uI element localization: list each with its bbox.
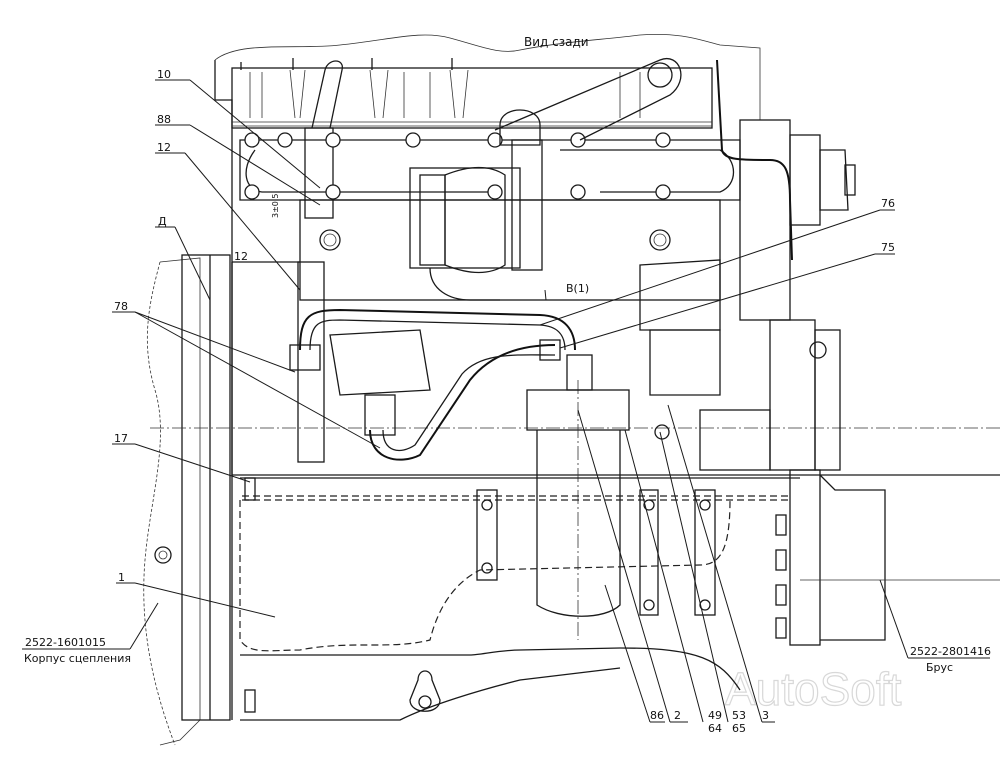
callout-10: 10 bbox=[157, 68, 171, 81]
beam-name: Брус bbox=[926, 661, 953, 674]
callout-12-upper: 12 bbox=[157, 141, 171, 154]
oil-pipes bbox=[289, 308, 576, 461]
callout-64: 64 bbox=[708, 722, 722, 735]
callout-86: 86 bbox=[650, 709, 664, 722]
leader-lines bbox=[22, 79, 990, 723]
callout-88: 88 bbox=[157, 113, 171, 126]
callout-2: 2 bbox=[674, 709, 681, 722]
callout-D: Д bbox=[158, 215, 167, 228]
callout-49: 49 bbox=[708, 709, 722, 722]
accessory-drive bbox=[639, 59, 856, 646]
clutch-housing-code: 2522-1601015 bbox=[25, 636, 106, 649]
beam-code: 2522-2801416 bbox=[910, 645, 991, 658]
engine-block bbox=[214, 34, 800, 476]
callout-75: 75 bbox=[881, 241, 895, 254]
callout-76: 76 bbox=[881, 197, 895, 210]
clutch-housing-name: Корпус сцепления bbox=[24, 652, 131, 665]
manifold-bolts bbox=[244, 132, 671, 200]
turbocharger bbox=[409, 57, 682, 301]
beam-outline bbox=[800, 474, 1000, 641]
oil-pan bbox=[239, 477, 800, 721]
callout-78: 78 bbox=[114, 300, 128, 313]
dimension-label: 3±0.5 bbox=[271, 193, 280, 218]
callout-65: 65 bbox=[732, 722, 746, 735]
callout-1: 1 bbox=[118, 571, 125, 584]
view-title: Вид сзади bbox=[524, 35, 589, 49]
callout-12-lower: 12 bbox=[234, 250, 248, 263]
callout-17: 17 bbox=[114, 432, 128, 445]
watermark: AutoSoft bbox=[725, 663, 902, 715]
callout-53: 53 bbox=[732, 709, 746, 722]
callout-B1: B(1) bbox=[566, 282, 589, 295]
oil-filter bbox=[526, 354, 670, 640]
callout-3: 3 bbox=[762, 709, 769, 722]
